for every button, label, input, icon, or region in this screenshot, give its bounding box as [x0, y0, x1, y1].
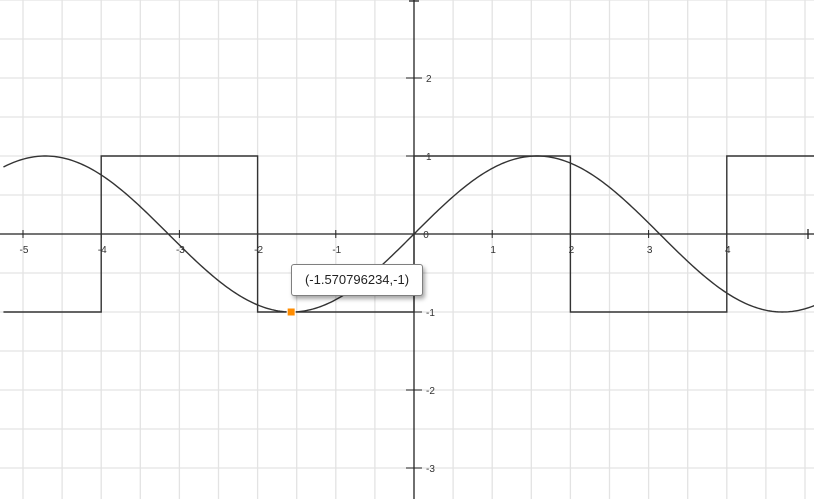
y-tick-label: 1: [426, 152, 432, 163]
x-tick-label: -4: [98, 245, 107, 256]
x-tick-label: 2: [569, 245, 575, 256]
y-tick-label: -2: [426, 386, 435, 397]
x-tick-label: 4: [725, 245, 731, 256]
x-tick-label: -1: [332, 245, 341, 256]
highlighted-point[interactable]: [286, 307, 296, 317]
x-tick-label: 1: [490, 245, 496, 256]
axis-ticks: -5 -4 -3 -2 -1 0 1 2 3 4 -3 -2 -1 1 2: [20, 74, 731, 475]
x-tick-label: -5: [20, 245, 29, 256]
series-square-wave-line: [3, 155, 814, 313]
x-tick-label: -2: [254, 245, 263, 256]
y-tick-label: -1: [426, 308, 435, 319]
series-group: [3, 155, 814, 313]
highlighted-point-group[interactable]: [286, 307, 296, 317]
y-tick-label: -3: [426, 464, 435, 475]
x-tick-label: 3: [647, 245, 653, 256]
series-sine-line: [3, 155, 814, 313]
coordinate-tooltip: (-1.570796234,-1): [291, 264, 423, 296]
tooltip-text: (-1.570796234,-1): [304, 272, 410, 287]
x-tick-label: 0: [423, 230, 429, 241]
y-tick-label: 2: [426, 74, 432, 85]
x-tick-label: -3: [176, 245, 185, 256]
